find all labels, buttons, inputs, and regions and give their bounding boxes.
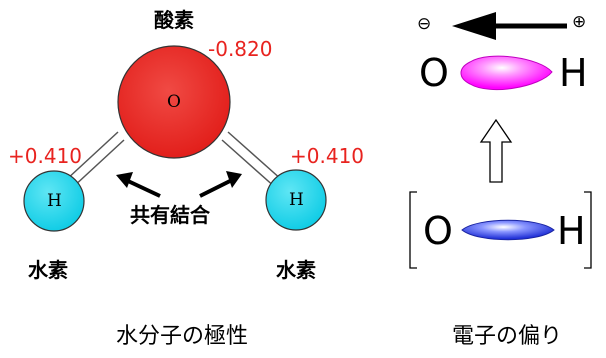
left-bond bbox=[65, 131, 125, 189]
oxygen-symbol: O bbox=[167, 92, 181, 112]
left-bond-arrow bbox=[116, 172, 161, 198]
left-hydrogen-name-label: 水素 bbox=[28, 258, 68, 282]
right-hydrogen-charge-label: +0.410 bbox=[290, 144, 365, 168]
right-bond-arrow bbox=[199, 171, 242, 198]
top-hydrogen-letter: H bbox=[559, 51, 588, 95]
right-hydrogen-atom bbox=[265, 169, 327, 231]
right-caption: 電子の偏り bbox=[452, 324, 563, 349]
right-hydrogen-symbol: H bbox=[289, 190, 304, 210]
right-bracket bbox=[584, 191, 592, 269]
left-hydrogen-atom bbox=[23, 170, 85, 232]
oxygen-name-label: 酸素 bbox=[154, 8, 194, 32]
right-bond bbox=[221, 131, 283, 189]
plus-charge-symbol: ⊕ bbox=[572, 12, 587, 32]
polar-electron-cloud bbox=[460, 55, 553, 91]
bottom-hydrogen-letter: H bbox=[557, 209, 586, 253]
right-hydrogen-name-label: 水素 bbox=[276, 258, 316, 282]
nonpolar-electron-cloud bbox=[461, 219, 555, 241]
minus-charge-symbol: ⊖ bbox=[417, 14, 432, 34]
left-caption: 水分子の極性 bbox=[116, 324, 249, 349]
left-bracket bbox=[409, 191, 417, 269]
hollow-up-arrow bbox=[479, 118, 513, 183]
oxygen-atom bbox=[117, 45, 231, 159]
bottom-oxygen-letter: O bbox=[423, 209, 453, 253]
oxygen-charge-label: -0.820 bbox=[208, 37, 273, 61]
left-hydrogen-charge-label: +0.410 bbox=[8, 144, 83, 168]
bond-label: 共有結合 bbox=[130, 203, 210, 227]
polarity-arrow bbox=[452, 12, 567, 40]
top-oxygen-letter: O bbox=[419, 51, 449, 95]
left-hydrogen-symbol: H bbox=[47, 191, 62, 211]
